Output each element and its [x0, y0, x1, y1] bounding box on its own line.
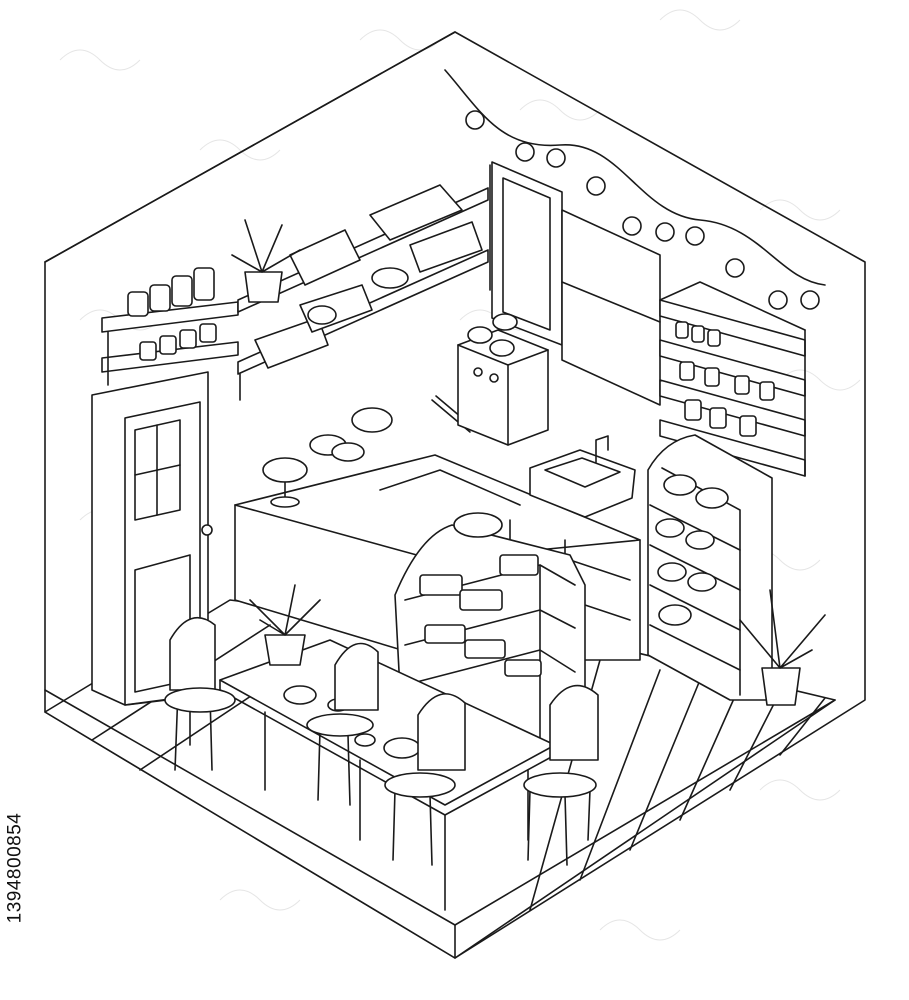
faucet-icon [596, 436, 608, 462]
light-bulb-icon [587, 177, 605, 195]
light-bulb-icon [726, 259, 744, 277]
light-bulb-icon [547, 149, 565, 167]
light-bulb-icon [656, 223, 674, 241]
string-lights [445, 70, 825, 309]
cake-stand [263, 458, 307, 507]
left-wall-shelves [102, 185, 488, 400]
light-bulb-icon [466, 111, 484, 129]
jars [128, 268, 216, 360]
light-bulb-icon [801, 291, 819, 309]
stock-image-id-text: 1394800854 [4, 812, 26, 923]
chair [524, 686, 598, 865]
right-wall-shelves [660, 282, 805, 476]
chairs [165, 618, 598, 865]
plant-left [250, 585, 320, 665]
pastry-display-stand [395, 513, 585, 745]
door-knob-icon [202, 525, 212, 535]
light-bulb-icon [516, 143, 534, 161]
sink [530, 436, 635, 517]
light-bulb-icon [769, 291, 787, 309]
door [92, 372, 212, 705]
bread-rack [648, 435, 772, 700]
bread-baskets [255, 185, 482, 368]
coffee-machine [458, 314, 548, 445]
shelf-plant [232, 220, 300, 302]
light-bulb-icon [686, 227, 704, 245]
chair [165, 618, 235, 770]
stock-image-id: 1394800854 [4, 740, 26, 995]
chair [307, 644, 378, 805]
plant-right [740, 590, 825, 705]
refrigerator [492, 162, 660, 405]
potted-plants [250, 585, 825, 705]
chair [385, 694, 465, 865]
bread-loaves [310, 408, 392, 461]
light-bulb-icon [623, 217, 641, 235]
